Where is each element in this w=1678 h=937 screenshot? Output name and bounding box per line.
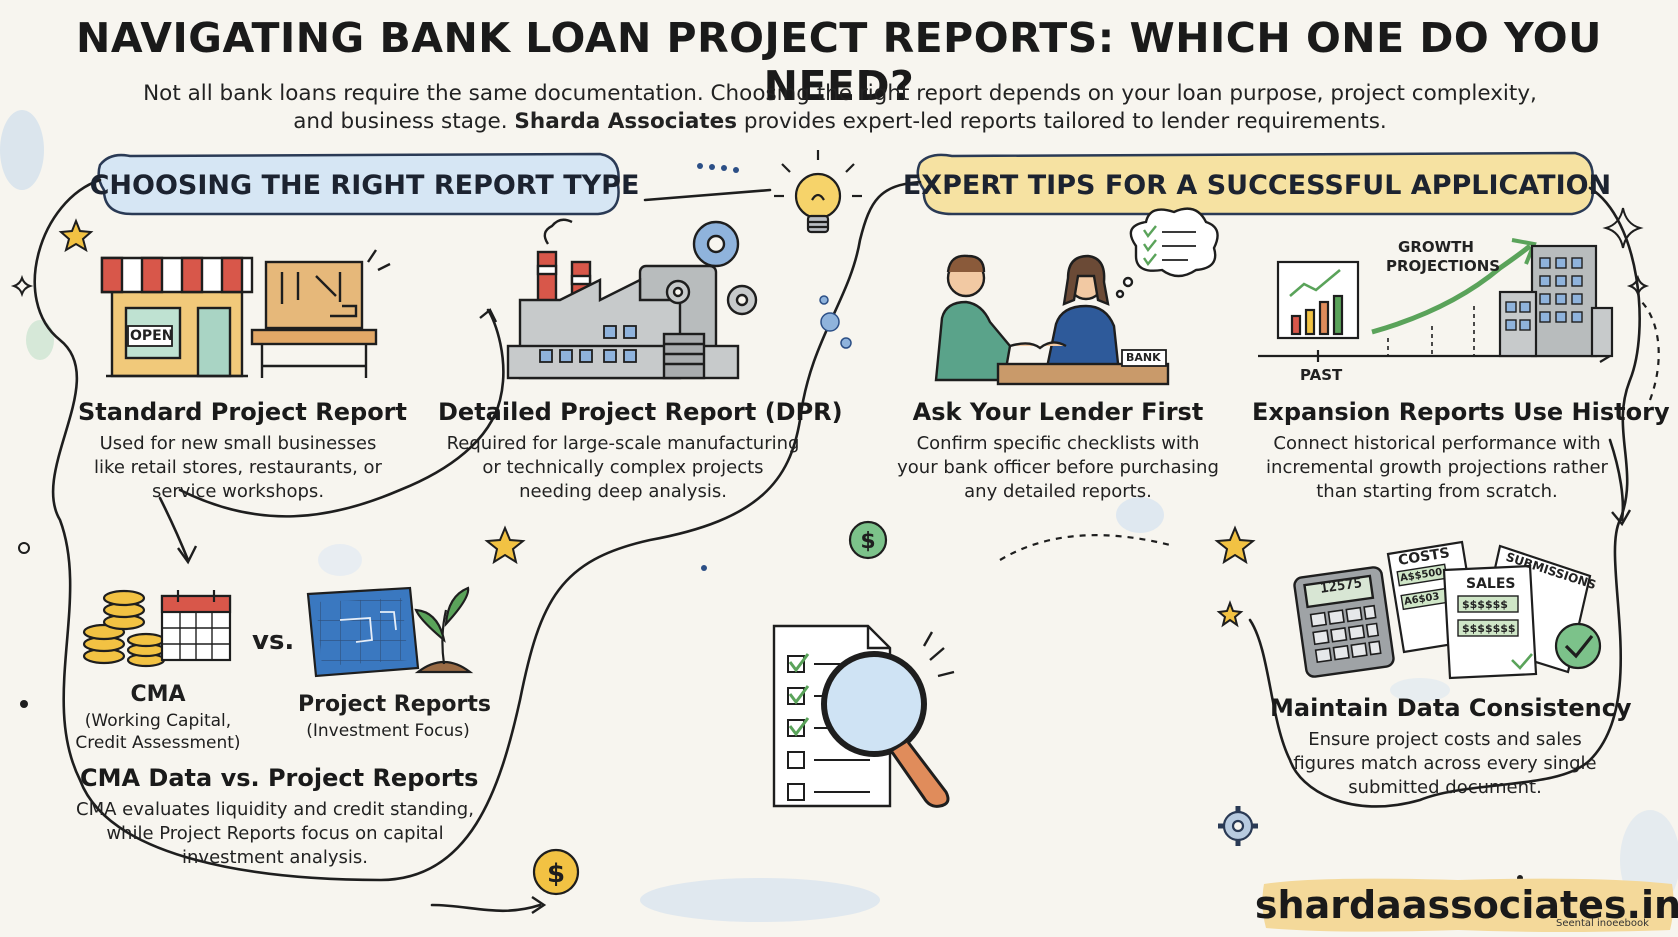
doc-sales-label: SALES [1466,576,1516,592]
expansion-title: Expansion Reports Use History [1252,398,1670,426]
right-banner-shape [916,151,1595,216]
small-gear-icon [1218,806,1258,846]
lender-title: Ask Your Lender First [912,398,1204,426]
workbench-icon [250,249,391,378]
consistency-desc-line-2: figures match across every single [1293,753,1597,774]
calendar-icon [160,590,232,662]
expansion-desc-line-2: incremental growth projections rather [1266,457,1608,478]
cma-sub-line-1: (Working Capital, [84,711,232,731]
growth-chart-icon [1258,238,1614,363]
dpr-desc-line-1: Required for large-scale manufacturing [446,433,800,454]
expansion-desc-line-3: than starting from scratch. [1316,481,1558,502]
standard-desc-line-1: Used for new small businesses [99,433,377,454]
growth-label-line-2: PROJECTIONS [1386,257,1501,275]
page-subtitle: Not all bank loans require the same docu… [120,80,1560,136]
growth-projections-label: GROWTH PROJECTIONS [1386,238,1501,276]
company-name: Sharda Associates [514,109,737,134]
dpr-desc-line-3: needing deep analysis. [519,481,727,502]
lender-desc-line-2: your bank officer before purchasing [897,457,1219,478]
cma-desc-line-1: CMA evaluates liquidity and credit stand… [76,799,474,820]
standard-report-desc: Used for new small businesses like retai… [58,432,418,504]
expansion-desc: Connect historical performance with incr… [1242,432,1632,504]
svg-text:$: $ [547,859,565,889]
connector-paths [33,178,1641,913]
subtitle-line-2: and business stage. Sharda Associates pr… [120,108,1560,136]
consistency-desc-line-3: submitted document. [1348,777,1542,798]
dollar-gear-icon: $ [848,520,888,560]
checklist-magnifier-icon [772,624,955,808]
section-banner-expert-tips: EXPERT TIPS FOR A SUCCESSFUL APPLICATION [902,169,1612,201]
cma-sub: (Working Capital, Credit Assessment) [68,710,248,754]
dashed-paths [999,299,1660,561]
blueprint-icon [306,586,420,678]
shop-open-sign: OPEN [130,328,174,344]
handshake-icon [934,207,1219,386]
versus-label: vs. [252,626,295,656]
coin-stack-icon [82,589,166,668]
plant-sprout-icon [414,586,474,674]
cma-sub-line-2: Credit Assessment) [75,733,241,753]
website-highlight [1262,878,1674,932]
lender-desc-line-1: Confirm specific checklists with [916,433,1200,454]
doc-sales-line-1: $$$$$$ [1462,598,1508,611]
subtitle-line-2-pre: and business stage. [293,109,515,134]
cma-vs-pr-desc: CMA evaluates liquidity and credit stand… [50,798,500,870]
decor-stars [10,207,1650,628]
dpr-title: Detailed Project Report (DPR) [438,398,843,426]
consistency-desc-line-1: Ensure project costs and sales [1308,729,1582,750]
credit-text: Seental inoeebook [1556,918,1649,929]
retail-shop-icon [100,256,254,378]
bank-desk-sign: BANK [1126,351,1161,364]
cma-desc-line-3: investment analysis. [182,847,368,868]
page-title: NAVIGATING BANK LOAN PROJECT REPORTS: WH… [76,14,1602,110]
cma-vs-pr-title: CMA Data vs. Project Reports [80,764,479,792]
dpr-desc: Required for large-scale manufacturing o… [428,432,818,504]
standard-desc-line-3: service workshops. [151,481,325,502]
svg-text:$: $ [860,529,875,554]
dollar-coin-icon: $ [532,848,580,896]
website-link[interactable]: shardaassociates.in [1254,883,1678,927]
subtitle-line-1: Not all bank loans require the same docu… [143,81,1537,106]
document-stack-icon [1386,540,1602,680]
arrow-heads [177,308,1632,914]
growth-label-line-1: GROWTH [1398,238,1474,256]
factory-icon [506,218,758,380]
calculator-icon [1293,566,1395,678]
lender-desc-line-3: any detailed reports. [964,481,1152,502]
project-reports-sub: (Investment Focus) [306,721,470,741]
lender-desc: Confirm specific checklists with your ba… [868,432,1248,504]
past-label: PAST [1300,366,1343,384]
subtitle-line-2-post: provides expert-led reports tailored to … [737,109,1387,134]
lightbulb-icon [774,150,862,234]
dpr-desc-line-2: or technically complex projects [482,457,764,478]
doc-sales-line-2: $$$$$$$ [1462,622,1516,635]
standard-desc-line-2: like retail stores, restaurants, or [94,457,382,478]
section-banner-report-type: CHOOSING THE RIGHT REPORT TYPE [89,169,640,201]
expansion-desc-line-1: Connect historical performance with [1273,433,1601,454]
cma-label: CMA [130,682,186,707]
consistency-desc: Ensure project costs and sales figures m… [1262,728,1628,800]
project-reports-label: Project Reports [298,692,491,717]
standard-report-title: Standard Project Report [78,398,407,426]
left-banner-shape [97,152,620,216]
cma-desc-line-2: while Project Reports focus on capital [106,823,444,844]
consistency-title: Maintain Data Consistency [1270,694,1632,722]
